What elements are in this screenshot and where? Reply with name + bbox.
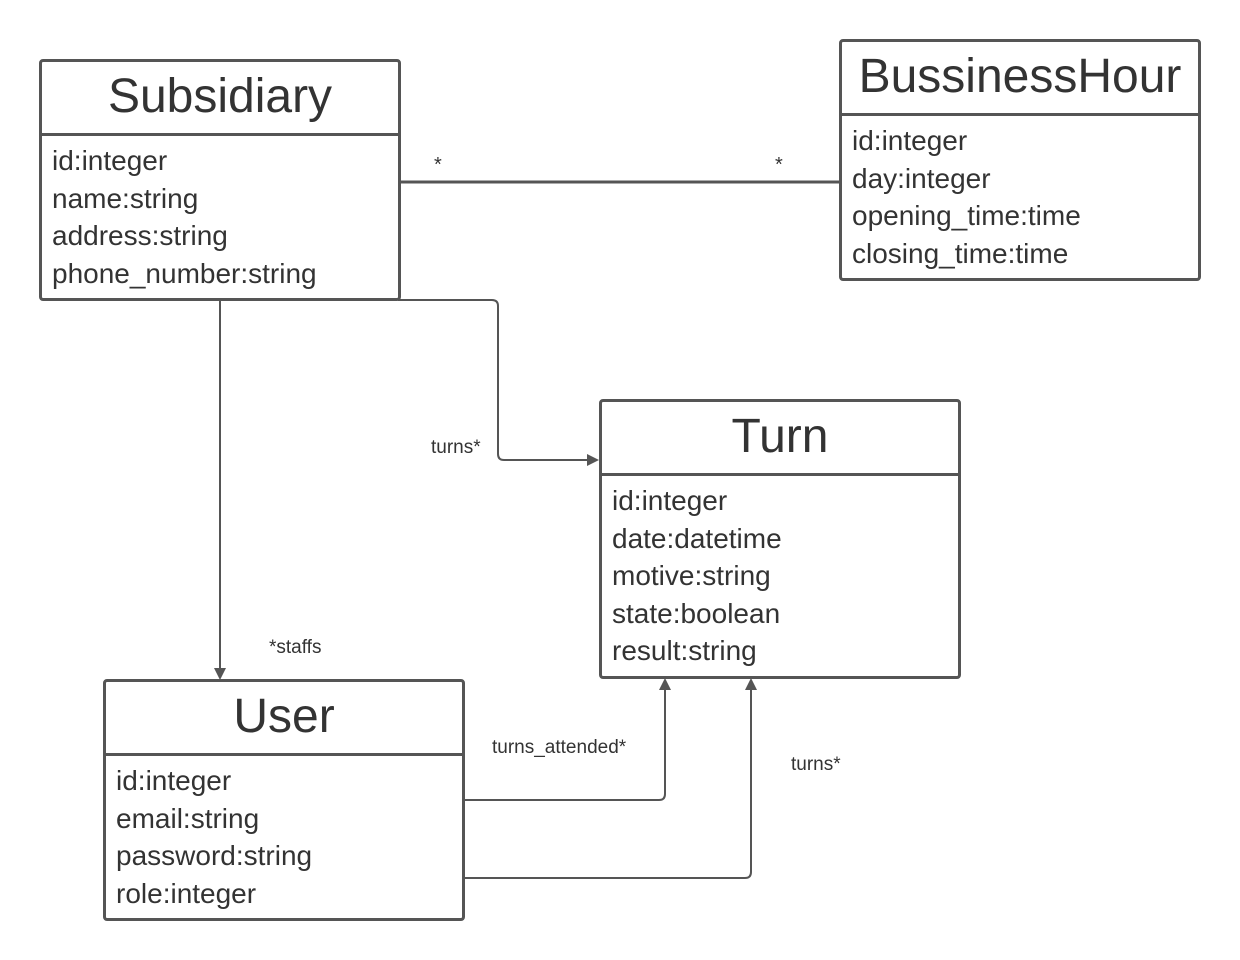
attribute: closing_time:time: [852, 237, 1069, 269]
attribute: password:string: [116, 840, 313, 871]
class-turn-name: Turn: [602, 402, 958, 476]
attribute: day:integer: [852, 162, 991, 194]
multiplicity-businesshour-side: *: [775, 154, 783, 176]
attribute: id:integer: [52, 145, 168, 176]
attribute: date:datetime: [612, 522, 782, 554]
multiplicity-subsidiary-side: *: [434, 154, 442, 176]
attribute: address:string: [52, 220, 228, 251]
label-user-turns: turns*: [791, 754, 841, 775]
class-subsidiary-name: Subsidiary: [42, 62, 398, 136]
attribute: role:integer: [116, 877, 257, 909]
class-user: User id:integer email:string password:st…: [103, 679, 465, 921]
attribute: id:integer: [116, 765, 232, 796]
class-subsidiary-attributes: id:integer name:string address:string ph…: [42, 136, 398, 292]
line-user-turn: [465, 678, 757, 879]
class-turn: Turn id:integer date:datetime motive:str…: [599, 399, 961, 679]
label-subsidiary-staffs: *staffs: [269, 637, 322, 658]
line-subsidiary-turn: [398, 299, 599, 466]
attribute: result:string: [612, 635, 757, 666]
label-subsidiary-turns: turns*: [431, 437, 481, 458]
class-user-name: User: [106, 682, 462, 756]
class-businesshour-name: BussinessHour: [842, 42, 1198, 116]
attribute: id:integer: [852, 125, 968, 156]
attribute: id:integer: [612, 485, 728, 516]
class-businesshour: BussinessHour id:integer day:integer ope…: [839, 39, 1201, 281]
label-user-turns-attended: turns_attended*: [492, 737, 627, 758]
class-turn-attributes: id:integer date:datetime motive:string s…: [602, 476, 958, 670]
class-user-attributes: id:integer email:string password:string …: [106, 756, 462, 912]
class-businesshour-attributes: id:integer day:integer opening_time:time…: [842, 116, 1198, 272]
attribute: motive:string: [612, 560, 771, 591]
attribute: name:string: [52, 182, 199, 214]
class-subsidiary: Subsidiary id:integer name:string addres…: [39, 59, 401, 301]
attribute: state:boolean: [612, 597, 781, 629]
line-user-turn-attended: [465, 678, 671, 801]
attribute: email:string: [116, 802, 260, 834]
attribute: opening_time:time: [852, 200, 1081, 231]
attribute: phone_number:string: [52, 257, 317, 289]
